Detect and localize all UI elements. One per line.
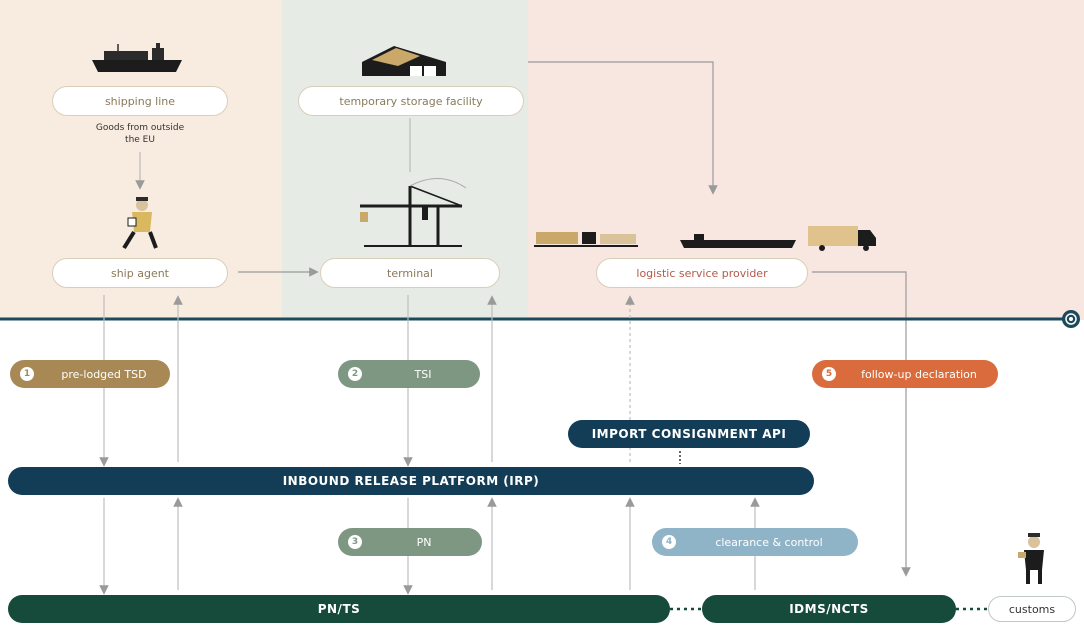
step-1-pre-lodged-tsd: 1 pre-lodged TSD	[10, 360, 170, 388]
truck-icon	[808, 226, 876, 251]
step-4-label: clearance & control	[715, 535, 823, 549]
freight-train-icon	[534, 232, 638, 247]
customs-officer-icon	[1018, 533, 1044, 584]
step-number-1: 1	[20, 367, 34, 381]
step-5-label: follow-up declaration	[861, 367, 977, 381]
connector-lsp-to-idms	[812, 271, 911, 577]
actor-logistic-service-provider: logistic service provider	[596, 258, 808, 288]
inbound-release-platform-bar: INBOUND RELEASE PLATFORM (IRP)	[8, 467, 814, 495]
step-2-tsi: 2 TSI	[338, 360, 480, 388]
step-2-label: TSI	[414, 367, 432, 381]
step-4-clearance-control: 4 clearance & control	[652, 528, 858, 556]
customs-pill: customs	[988, 596, 1076, 622]
actor-terminal: terminal	[320, 258, 500, 288]
actor-temporary-storage-facility: temporary storage facility	[298, 86, 524, 116]
idms-ncts-bar: IDMS/NCTS	[702, 595, 956, 623]
step-1-label: pre-lodged TSD	[61, 367, 147, 381]
step-3-label: PN	[416, 535, 432, 549]
warehouse-icon	[362, 46, 446, 76]
ship-agent-person-icon	[122, 197, 158, 250]
actor-ship-agent: ship agent	[52, 258, 228, 288]
barge-icon	[680, 234, 796, 248]
connector-storage-to-lsp	[528, 61, 718, 195]
import-consignment-api-bar: IMPORT CONSIGNMENT API	[568, 420, 810, 448]
step-number-2: 2	[348, 367, 362, 381]
step-number-4: 4	[662, 535, 676, 549]
cargo-ship-icon	[92, 43, 182, 72]
pn-ts-bar: PN/TS	[8, 595, 670, 623]
timeline-end-icon	[1062, 310, 1080, 328]
actor-shipping-line: shipping line	[52, 86, 228, 116]
step-5-follow-up-declaration: 5 follow-up declaration	[812, 360, 998, 388]
shipping-origin-note: Goods from outside the EU	[95, 123, 185, 145]
step-3-pn: 3 PN	[338, 528, 482, 556]
step-number-5: 5	[822, 367, 836, 381]
step-number-3: 3	[348, 535, 362, 549]
crane-icon	[360, 178, 467, 247]
